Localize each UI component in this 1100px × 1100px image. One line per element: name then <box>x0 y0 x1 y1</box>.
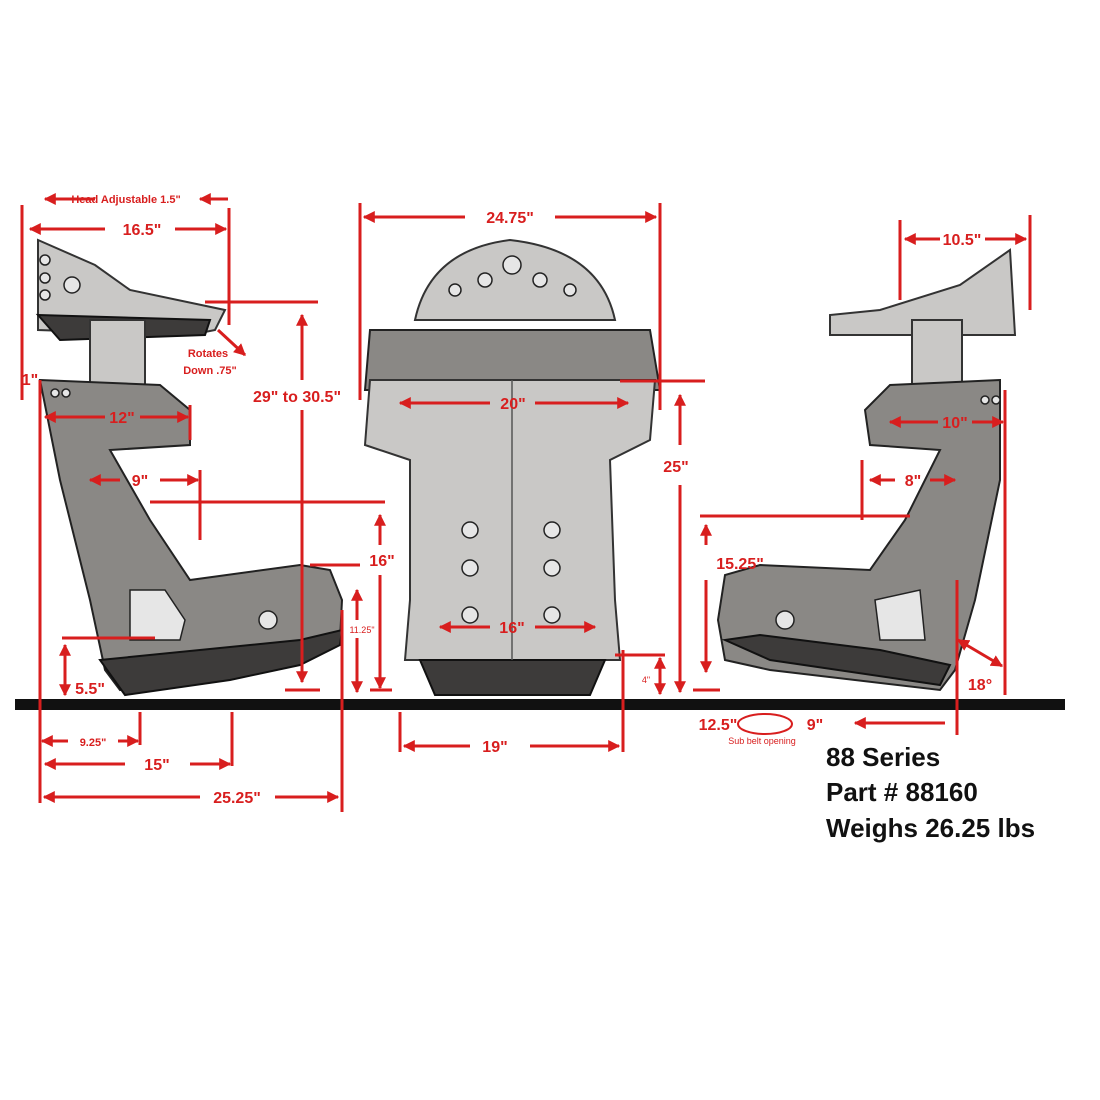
head-width-label: 16.5" <box>123 222 162 239</box>
seat-width-label: 16" <box>499 620 524 637</box>
head-adjustable-label: Head Adjustable 1.5" <box>71 194 180 206</box>
right-hip-label: 8" <box>905 473 921 490</box>
height-range-label: 29" to 30.5" <box>253 389 341 406</box>
right-side-height-label: 15.25" <box>716 556 764 573</box>
product-info: 88 Series Part # 88160 Weighs 26.25 lbs <box>826 742 1035 843</box>
side-height-label: 16" <box>369 553 394 570</box>
left-side-seat <box>35 238 344 697</box>
offset-label: 1" <box>22 372 38 389</box>
right-side-seat <box>716 248 1017 692</box>
right-head-width-label: 10.5" <box>943 232 982 249</box>
front-view-seat <box>363 238 662 696</box>
depth-a-label: 9.25" <box>80 737 107 749</box>
rotates-label-1: Rotates <box>188 348 228 360</box>
left-dimensions: Head Adjustable 1.5" 1" 16.5" Rotates Do… <box>20 193 395 812</box>
sub-belt-width-label: 9" <box>807 717 823 734</box>
front-height-label: 11.25" <box>349 625 374 635</box>
overall-depth-label: 25.25" <box>213 790 261 807</box>
bottom-height-label: 4" <box>642 675 650 685</box>
seat-base-label: 5.5" <box>75 681 105 698</box>
weight-label: Weighs 26.25 lbs <box>826 813 1035 843</box>
overall-width-label: 24.75" <box>486 210 534 227</box>
depth-b-label: 15" <box>144 757 169 774</box>
sub-belt-length-label: 12.5" <box>699 717 738 734</box>
hip-label: 9" <box>132 473 148 490</box>
angle-label: 18° <box>968 677 992 694</box>
base-width-label: 19" <box>482 739 507 756</box>
shoulder-width-label: 20" <box>500 396 525 413</box>
sub-belt-opening-icon <box>737 713 793 735</box>
part-number-label: Part # 88160 <box>826 777 978 807</box>
right-shoulder-label: 10" <box>942 415 967 432</box>
rotates-label-2: Down .75" <box>183 365 237 377</box>
shoulder-label: 12" <box>109 410 134 427</box>
right-dimensions: 10.5" 10" 8" 15.25" 18° 12.5" 9" Sub bel… <box>693 215 1032 746</box>
sub-belt-caption: Sub belt opening <box>728 736 796 746</box>
ground-line <box>15 699 1065 710</box>
shoulder-height-label: 25" <box>663 459 688 476</box>
front-dimensions: 24.75" 20" 25" 16" 4" 19" <box>358 203 705 756</box>
series-label: 88 Series <box>826 742 940 772</box>
